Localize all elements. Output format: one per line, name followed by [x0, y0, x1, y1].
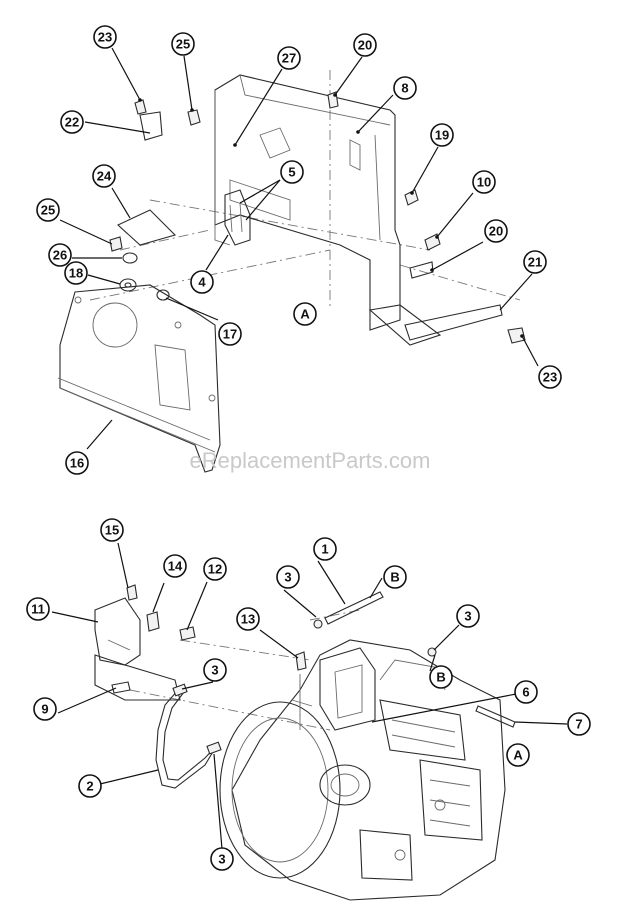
- svg-text:11: 11: [31, 602, 45, 617]
- callout-3-hose-bottom: 3: [210, 847, 234, 871]
- svg-text:2: 2: [86, 779, 93, 794]
- callout-14: 14: [163, 554, 187, 578]
- svg-text:B: B: [390, 570, 399, 585]
- svg-text:13: 13: [241, 612, 255, 627]
- svg-text:25: 25: [176, 37, 190, 52]
- svg-text:7: 7: [575, 717, 582, 732]
- svg-text:24: 24: [97, 169, 112, 184]
- callout-6: 6: [514, 680, 538, 704]
- callout-24: 24: [92, 164, 116, 188]
- callout-23-right: 23: [538, 365, 562, 389]
- svg-text:8: 8: [401, 81, 408, 96]
- svg-text:3: 3: [464, 609, 471, 624]
- svg-text:21: 21: [528, 255, 542, 270]
- callout-4: 4: [190, 270, 214, 294]
- svg-text:3: 3: [218, 852, 225, 867]
- svg-text:1: 1: [321, 542, 328, 557]
- callout-B-right: B: [429, 665, 453, 689]
- frame-assembly-drawing: [57, 70, 526, 473]
- svg-text:22: 22: [65, 115, 79, 130]
- svg-text:12: 12: [208, 562, 222, 577]
- callout-13: 13: [236, 607, 260, 631]
- svg-text:17: 17: [223, 327, 237, 342]
- watermark-text: eReplacementParts.com: [190, 448, 431, 473]
- callout-A-bottom: A: [506, 743, 530, 767]
- callout-18: 18: [64, 261, 88, 285]
- callout-3-hose-top: 3: [203, 658, 227, 682]
- callout-19: 19: [430, 123, 454, 147]
- svg-text:20: 20: [358, 38, 372, 53]
- svg-text:A: A: [513, 748, 523, 763]
- svg-text:14: 14: [168, 559, 183, 574]
- callout-15: 15: [100, 518, 124, 542]
- callout-3-top: 3: [276, 565, 300, 589]
- svg-text:5: 5: [288, 165, 295, 180]
- svg-text:20: 20: [489, 224, 503, 239]
- callout-B-top: B: [383, 565, 407, 589]
- callout-3-right: 3: [456, 604, 480, 628]
- svg-text:B: B: [436, 670, 445, 685]
- callout-20-top: 20: [353, 33, 377, 57]
- callout-2: 2: [78, 774, 102, 798]
- callout-11: 11: [26, 597, 50, 621]
- svg-text:4: 4: [198, 275, 206, 290]
- svg-text:23: 23: [543, 370, 557, 385]
- svg-text:3: 3: [211, 663, 218, 678]
- callout-20-right: 20: [484, 219, 508, 243]
- engine-assembly-drawing: [94, 584, 516, 901]
- callout-25-top: 25: [171, 32, 195, 56]
- callout-21: 21: [523, 250, 547, 274]
- leader-arrowheads: [138, 93, 524, 338]
- svg-text:6: 6: [522, 685, 529, 700]
- svg-text:26: 26: [53, 248, 67, 263]
- svg-text:A: A: [300, 307, 310, 322]
- leader-lines: [51, 47, 568, 850]
- callout-10: 10: [472, 170, 496, 194]
- callout-27: 27: [277, 46, 301, 70]
- callout-22: 22: [60, 110, 84, 134]
- svg-text:15: 15: [105, 523, 119, 538]
- svg-text:19: 19: [435, 128, 449, 143]
- callout-7: 7: [567, 712, 591, 736]
- svg-text:3: 3: [284, 570, 291, 585]
- callout-12: 12: [203, 557, 227, 581]
- callout-A-top: A: [293, 302, 317, 326]
- svg-text:18: 18: [69, 266, 83, 281]
- callout-9: 9: [33, 697, 57, 721]
- callout-1: 1: [313, 537, 337, 561]
- callout-17: 17: [218, 322, 242, 346]
- callout-25-left: 25: [36, 198, 60, 222]
- callout-16: 16: [65, 451, 89, 475]
- svg-text:27: 27: [282, 51, 296, 66]
- svg-text:9: 9: [41, 702, 48, 717]
- callout-26: 26: [48, 243, 72, 267]
- callout-5: 5: [280, 160, 304, 184]
- callout-23-top-left: 23: [93, 25, 117, 49]
- svg-text:25: 25: [41, 203, 55, 218]
- svg-text:23: 23: [98, 30, 112, 45]
- svg-text:16: 16: [70, 456, 84, 471]
- callout-8: 8: [393, 76, 417, 100]
- svg-text:10: 10: [477, 175, 491, 190]
